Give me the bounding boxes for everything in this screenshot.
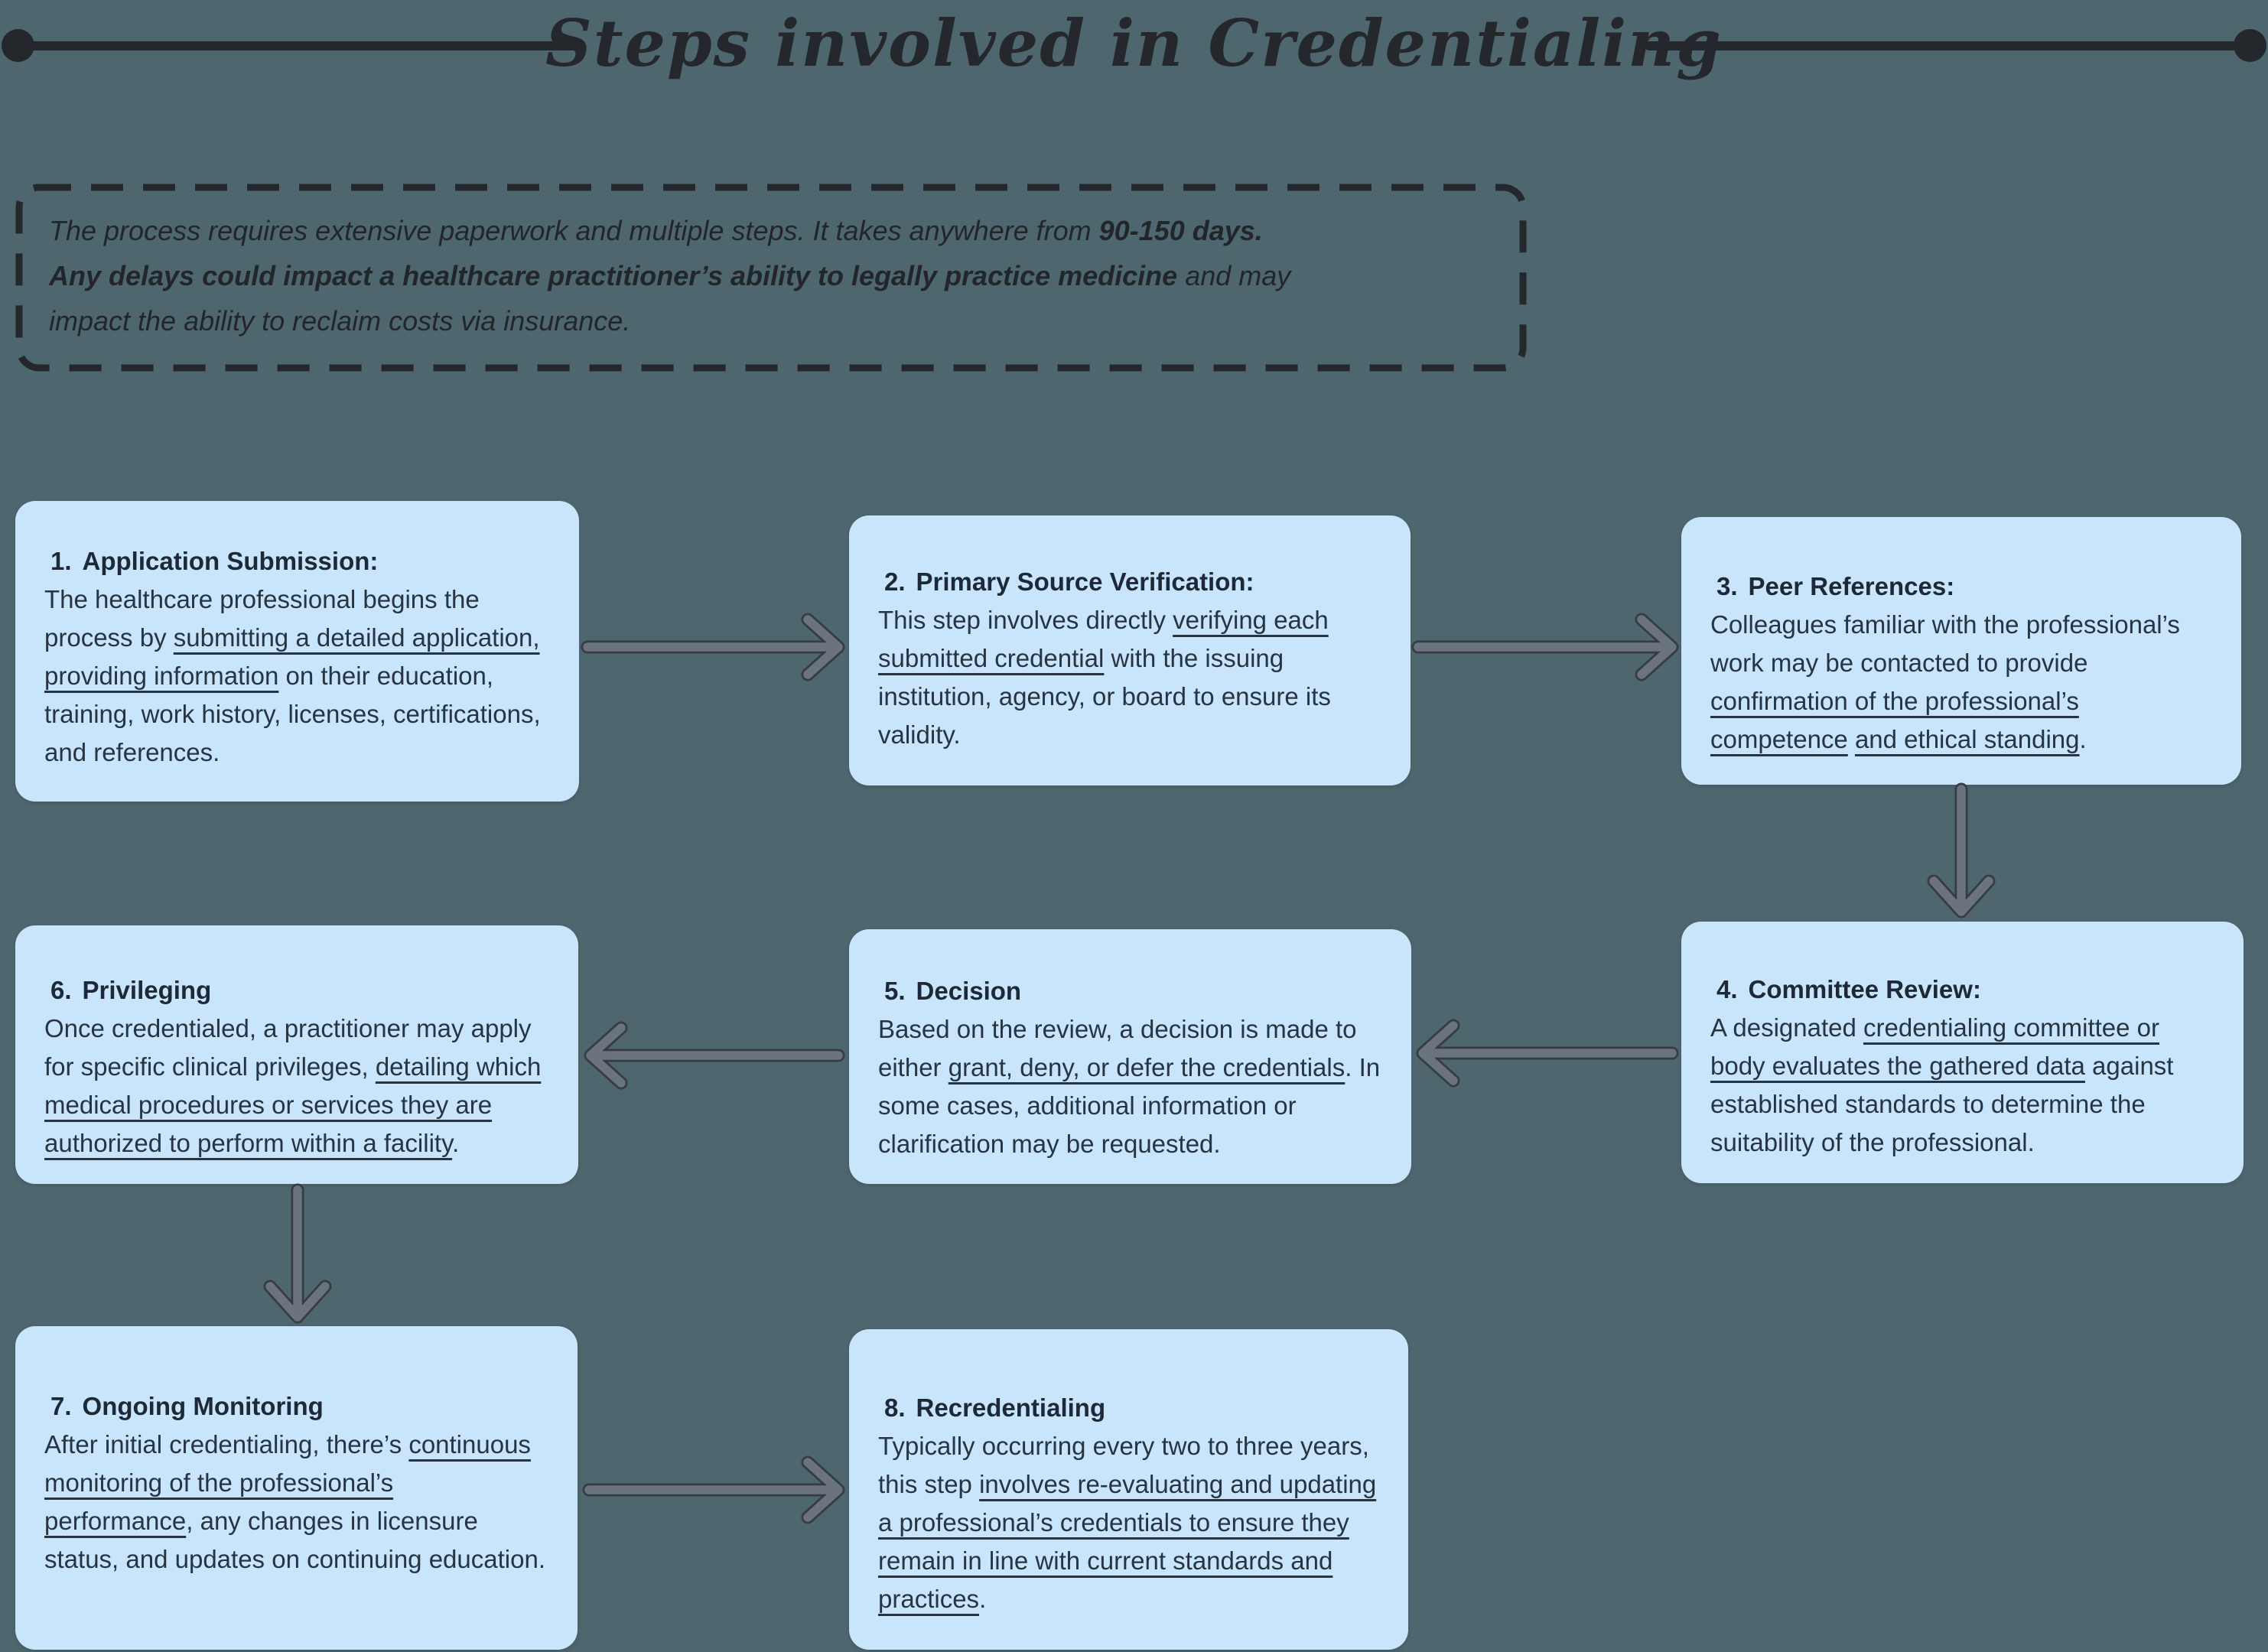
step-7-heading: 7. Ongoing Monitoring [44, 1387, 548, 1426]
step-card-6: 6. Privileging Once credentialed, a pract… [15, 925, 578, 1184]
step-1-body: The healthcare professional begins the p… [44, 585, 541, 766]
step-7-title: Ongoing Monitoring [82, 1392, 324, 1420]
title-right-rule [1645, 41, 2241, 50]
step-5-body: Based on the review, a decision is made … [878, 1015, 1381, 1158]
page-title: Steps involved in Credentialing [545, 5, 1723, 81]
step-3-number: 3. [1716, 572, 1738, 600]
step-card-1: 1. Application Submission: The healthcare… [15, 501, 579, 802]
step-7-number: 7. [50, 1392, 72, 1420]
step-1-number: 1. [50, 547, 72, 575]
step-card-8: 8. Recredentialing Typically occurring ev… [849, 1329, 1408, 1650]
step-8-title: Recredentialing [916, 1393, 1106, 1422]
arrow-step4-to-step5-icon [1416, 1019, 1679, 1088]
arrow-step1-to-step2-icon [581, 613, 845, 681]
step-3-heading: 3. Peer References: [1710, 567, 2212, 606]
step-card-5: 5. Decision Based on the review, a decisi… [849, 929, 1411, 1184]
step-card-7: 7. Ongoing Monitoring After initial crede… [15, 1326, 578, 1650]
step-8-heading: 8. Recredentialing [878, 1389, 1379, 1427]
step-4-heading: 4. Committee Review: [1710, 971, 2214, 1009]
title-right-dot [2234, 29, 2266, 62]
step-6-title: Privileging [82, 976, 212, 1004]
intro-dashed-border [15, 184, 1527, 372]
title-left-rule [17, 41, 578, 50]
step-7-body: After initial credentialing, there’s con… [44, 1430, 545, 1573]
arrow-step2-to-step3-icon [1411, 613, 1679, 681]
step-4-title: Committee Review: [1748, 975, 1981, 1003]
arrow-step3-to-step4-icon [1927, 782, 1996, 919]
step-2-title: Primary Source Verification: [916, 567, 1254, 596]
step-5-number: 5. [884, 977, 906, 1005]
step-6-body: Once credentialed, a practitioner may ap… [44, 1014, 542, 1157]
step-4-number: 4. [1716, 975, 1738, 1003]
step-1-heading: 1. Application Submission: [44, 542, 550, 580]
step-card-3: 3. Peer References: Colleagues familiar w… [1681, 517, 2241, 785]
arrow-step5-to-step6-icon [584, 1021, 845, 1090]
intro-note: The process requires extensive paperwork… [15, 184, 1527, 372]
step-8-body: Typically occurring every two to three y… [878, 1432, 1377, 1613]
step-2-number: 2. [884, 567, 906, 596]
step-5-title: Decision [916, 977, 1022, 1005]
step-card-4: 4. Committee Review: A designated credent… [1681, 922, 2244, 1183]
intro-text: The process requires extensive paperwork… [49, 215, 1291, 337]
arrow-step6-to-step7-icon [263, 1183, 332, 1324]
step-card-2: 2. Primary Source Verification: This step… [849, 515, 1411, 785]
step-2-body: This step involves directly verifying ea… [878, 606, 1331, 749]
arrow-step7-to-step8-icon [582, 1455, 845, 1524]
step-4-body: A designated credentialing committee or … [1710, 1013, 2174, 1156]
step-2-heading: 2. Primary Source Verification: [878, 563, 1381, 601]
step-3-title: Peer References: [1748, 572, 1955, 600]
step-8-number: 8. [884, 1393, 906, 1422]
step-3-body: Colleagues familiar with the professiona… [1710, 610, 2180, 753]
step-6-heading: 6. Privileging [44, 971, 549, 1010]
step-1-title: Application Submission: [82, 547, 379, 575]
step-5-heading: 5. Decision [878, 972, 1382, 1010]
step-6-number: 6. [50, 976, 72, 1004]
